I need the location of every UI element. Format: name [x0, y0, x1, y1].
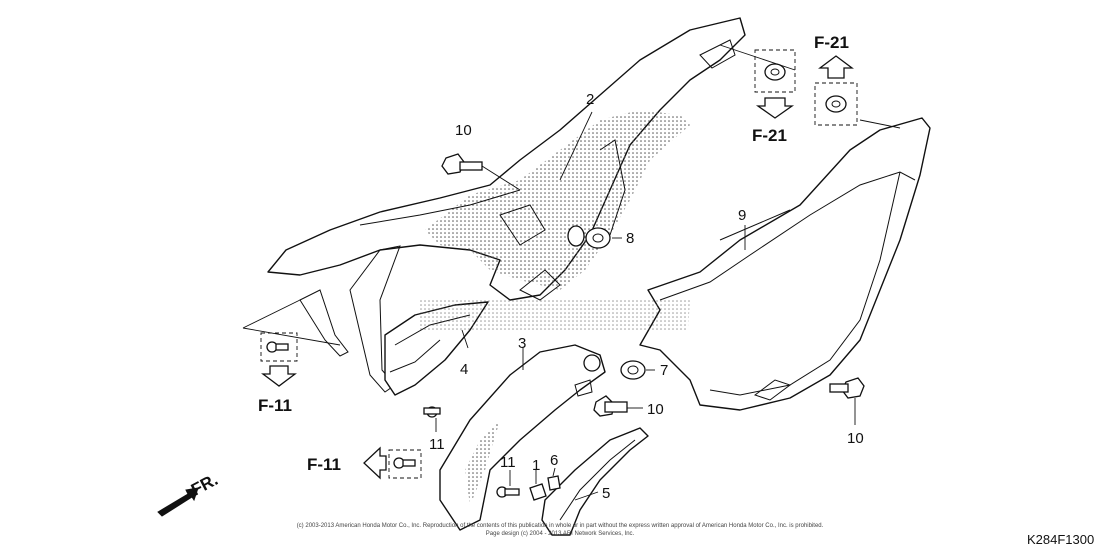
brand-watermark [418, 300, 690, 332]
grommet-part-8 [567, 225, 611, 249]
bolt-f11-left-box [266, 341, 289, 353]
side-cover-part-9 [639, 117, 931, 411]
arrow-down-f21-upper [755, 97, 795, 119]
label-part-10-top: 10 [455, 122, 472, 139]
label-part-10-mid: 10 [647, 401, 664, 418]
label-part-9: 9 [738, 207, 746, 224]
inner-cover-part-5 [541, 427, 649, 536]
ref-f21-lower: F-21 [752, 126, 787, 145]
diagram-code: K284F1300 [1027, 532, 1094, 547]
grommet-f21-upper [764, 63, 786, 81]
clip-part-6 [547, 475, 561, 491]
label-part-3: 3 [518, 335, 526, 352]
label-part-7: 7 [660, 362, 668, 379]
f11-mid-box [388, 449, 422, 479]
ref-f11-left: F-11 [258, 396, 292, 415]
clip-part-1 [529, 483, 547, 501]
grommet-f21-lower [825, 95, 847, 113]
arrow-up-f21-lower [818, 55, 854, 79]
bolt-part-10-mid [593, 395, 628, 417]
label-part-5: 5 [602, 485, 610, 502]
arrow-down-f11-left [261, 365, 297, 387]
shroud-part-2 [267, 17, 746, 393]
label-part-8: 8 [626, 230, 634, 247]
label-part-1: 1 [532, 457, 540, 474]
f11-left-box [260, 332, 298, 362]
bolt-part-11-mid [423, 406, 441, 418]
label-part-11-mid: 11 [429, 436, 445, 453]
arrow-left-f11-mid [363, 446, 387, 480]
copyright-line-2: Page design (c) 2004 - 2013 ARI Network … [486, 531, 635, 537]
fr-direction-arrow [157, 487, 199, 517]
f21-lower-box [814, 82, 858, 126]
label-part-10-right: 10 [847, 430, 864, 447]
bolt-part-10-top [441, 153, 521, 191]
ref-f21-upper: F-21 [814, 33, 849, 52]
label-part-2: 2 [586, 91, 594, 108]
grommet-part-7 [620, 360, 646, 380]
copyright-line-1: (c) 2003-2013 American Honda Motor Co., … [297, 523, 824, 529]
bolt-f11-mid-box [393, 457, 416, 469]
f21-upper-box [754, 49, 796, 93]
lower-cover-part-3 [439, 344, 606, 531]
label-part-11-low: 11 [500, 454, 516, 471]
label-part-4: 4 [460, 361, 468, 378]
bolt-part-10-right [829, 377, 865, 399]
label-part-6: 6 [550, 452, 558, 469]
bolt-part-11-low [496, 486, 520, 498]
ref-f11-mid: F-11 [307, 455, 341, 474]
